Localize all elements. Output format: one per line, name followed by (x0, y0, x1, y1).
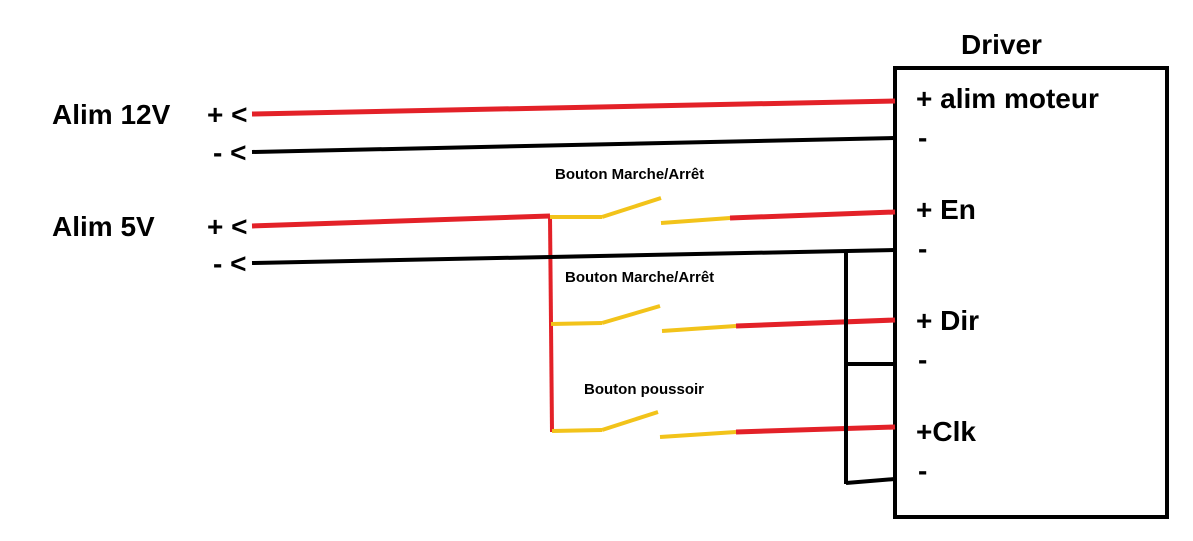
switch-clk-lead-in (551, 428, 603, 433)
switch-clk-blade (601, 410, 659, 432)
supply-12v-plus-terminal: + < (207, 99, 248, 130)
switch-clk-label: Bouton poussoir (584, 381, 704, 398)
driver-title: Driver (961, 29, 1042, 60)
wire-5v-negative (251, 248, 896, 265)
wire-clk-positive (735, 424, 896, 435)
wire-12v-negative (251, 136, 896, 154)
switch-dir-label: Bouton Marche/Arrêt (565, 269, 715, 286)
wire-12v-positive (251, 98, 896, 117)
switch-dir-lead-out (661, 324, 737, 333)
wire-dir-positive (735, 317, 896, 329)
wire-5v-positive (251, 213, 551, 229)
wire-en-positive (729, 209, 896, 221)
wire-clk-negative (845, 477, 896, 485)
pin-dir-minus: - (918, 344, 928, 375)
switch-en-label: Bouton Marche/Arrêt (555, 166, 705, 183)
supply-5v-minus-terminal: - < (213, 248, 247, 279)
pin-en-plus: + En (916, 194, 976, 225)
supply-12v-label: Alim 12V (52, 99, 171, 130)
supply-5v-plus-terminal: + < (207, 211, 248, 242)
pin-dir-plus: + Dir (916, 305, 980, 336)
switch-en-lead-out (660, 216, 731, 225)
pin-alim-minus: - (918, 122, 928, 153)
pin-alim-plus: + alim moteur (916, 83, 1099, 114)
switch-clk-lead-out (659, 430, 737, 439)
switch-dir-blade (601, 304, 661, 325)
pin-clk-minus: - (918, 455, 928, 486)
pin-clk-plus: +Clk (916, 416, 976, 447)
supply-12v-minus-terminal: - < (213, 137, 247, 168)
pin-en-minus: - (918, 233, 928, 264)
supply-5v-label: Alim 5V (52, 211, 155, 242)
switch-dir-lead-in (550, 321, 603, 326)
driver-box (893, 66, 1169, 519)
switch-en-blade (601, 196, 662, 219)
